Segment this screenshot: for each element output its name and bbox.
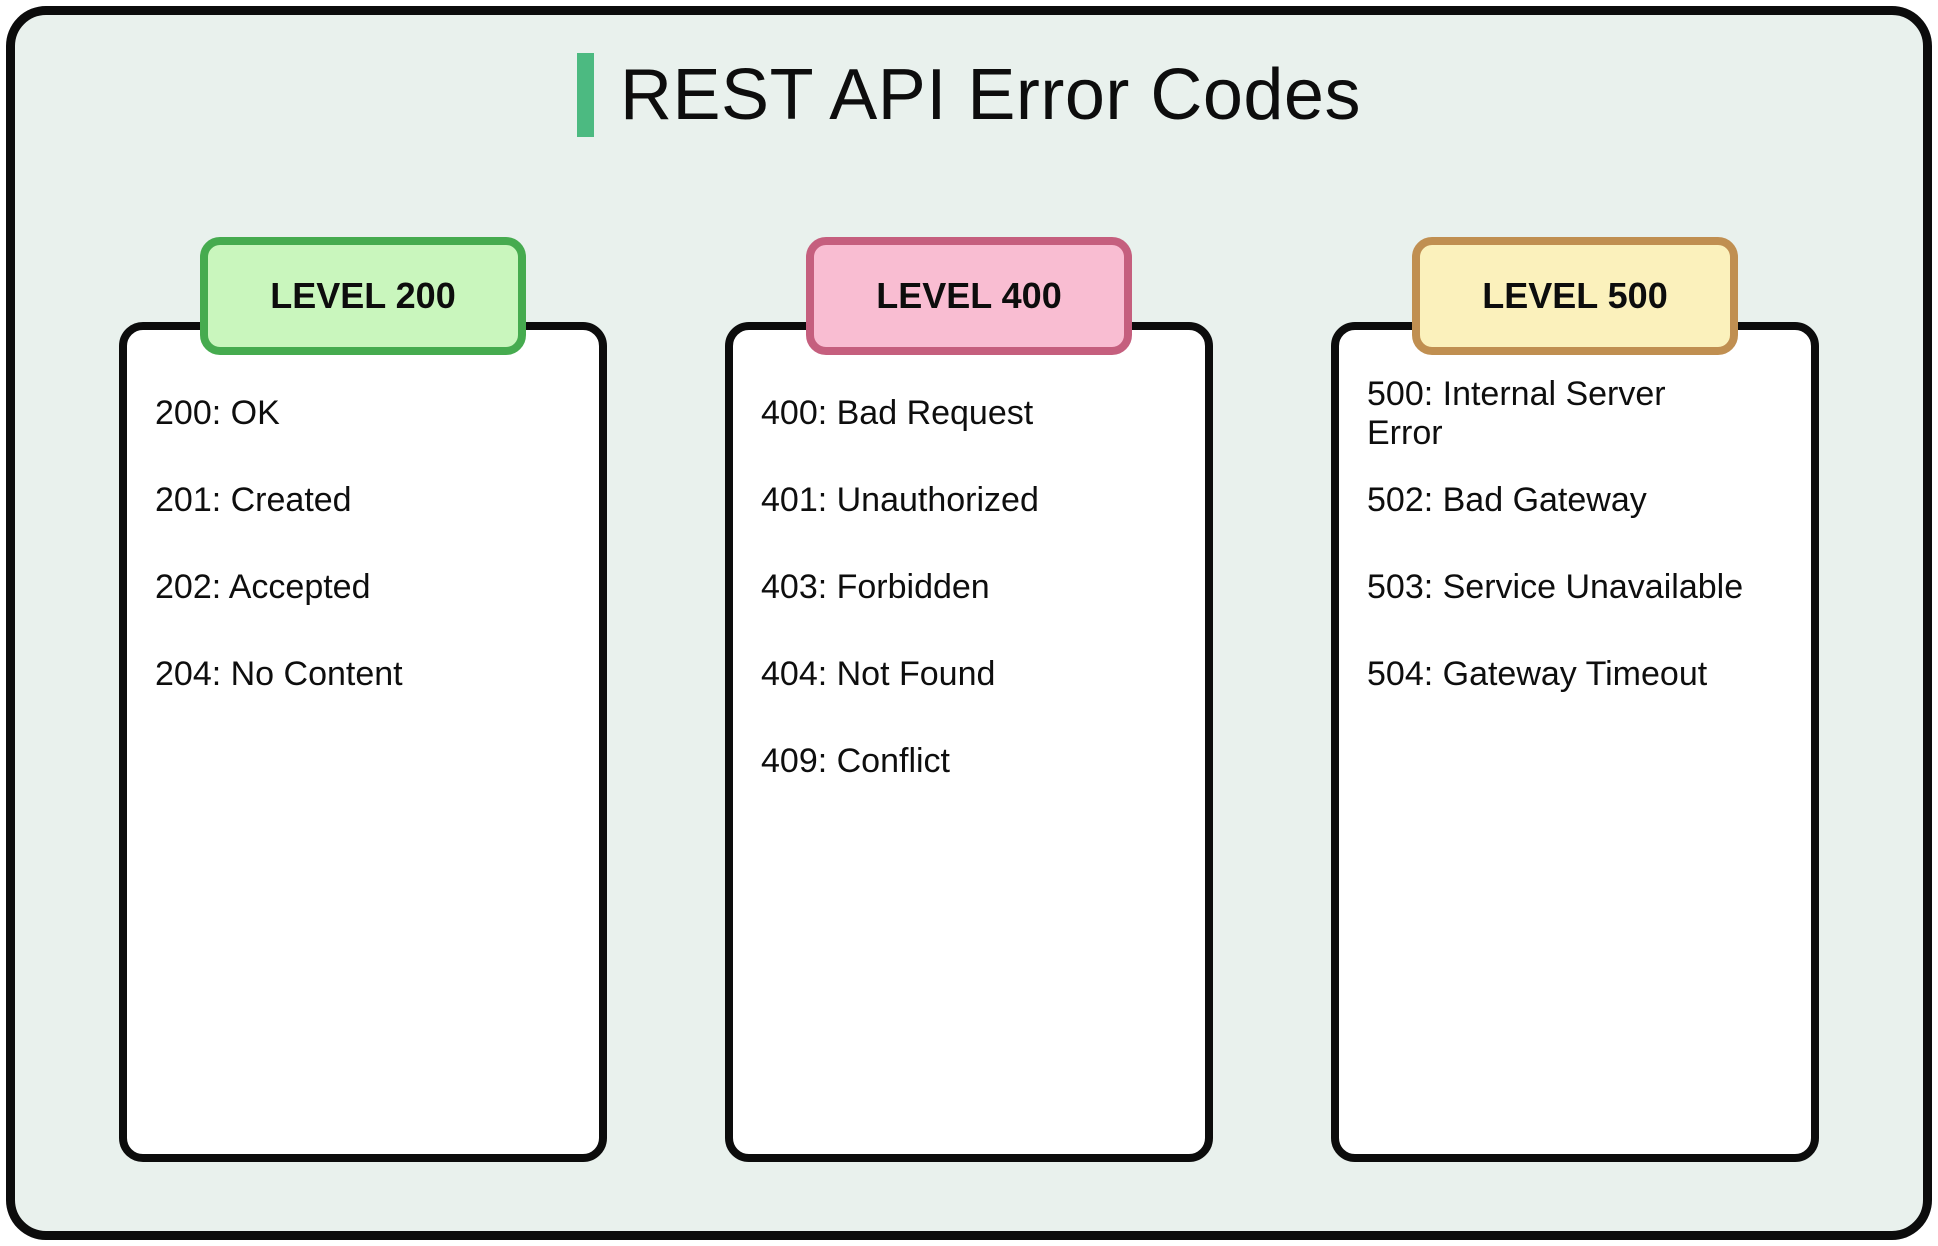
status-item-201: 201: Created	[155, 481, 352, 520]
title-accent-bar	[577, 53, 595, 137]
status-item-404: 404: Not Found	[761, 655, 996, 694]
status-item-400: 400: Bad Request	[761, 394, 1034, 433]
level-500-code-list: 500: Internal Server Error 502: Bad Gate…	[1339, 370, 1811, 718]
status-item-403: 403: Forbidden	[761, 568, 990, 607]
column-level-500: LEVEL 500 500: Internal Server Error 502…	[1331, 237, 1819, 1162]
columns: LEVEL 200 200: OK 201: Created 202: Acce…	[15, 237, 1923, 1162]
level-500-card: 500: Internal Server Error 502: Bad Gate…	[1331, 322, 1819, 1162]
level-200-code-list: 200: OK 201: Created 202: Accepted 204: …	[127, 370, 599, 718]
page-title: REST API Error Codes	[620, 55, 1361, 135]
level-500-badge: LEVEL 500	[1412, 237, 1738, 355]
status-item-409: 409: Conflict	[761, 742, 950, 781]
status-item-502: 502: Bad Gateway	[1367, 481, 1647, 520]
title-block: REST API Error Codes	[15, 51, 1923, 139]
column-level-400: LEVEL 400 400: Bad Request 401: Unauthor…	[725, 237, 1213, 1162]
level-400-card: 400: Bad Request 401: Unauthorized 403: …	[725, 322, 1213, 1162]
level-400-code-list: 400: Bad Request 401: Unauthorized 403: …	[733, 370, 1205, 805]
status-item-401: 401: Unauthorized	[761, 481, 1039, 520]
status-item-202: 202: Accepted	[155, 568, 371, 607]
column-level-200: LEVEL 200 200: OK 201: Created 202: Acce…	[119, 237, 607, 1162]
level-400-badge: LEVEL 400	[806, 237, 1132, 355]
level-200-card: 200: OK 201: Created 202: Accepted 204: …	[119, 322, 607, 1162]
status-item-204: 204: No Content	[155, 655, 403, 694]
status-item-500: 500: Internal Server Error	[1367, 375, 1666, 452]
outer-frame: REST API Error Codes LEVEL 200 200: OK 2…	[6, 6, 1932, 1240]
status-item-504: 504: Gateway Timeout	[1367, 655, 1708, 694]
level-200-badge: LEVEL 200	[200, 237, 526, 355]
status-item-200: 200: OK	[155, 394, 280, 433]
status-item-503: 503: Service Unavailable	[1367, 568, 1744, 607]
